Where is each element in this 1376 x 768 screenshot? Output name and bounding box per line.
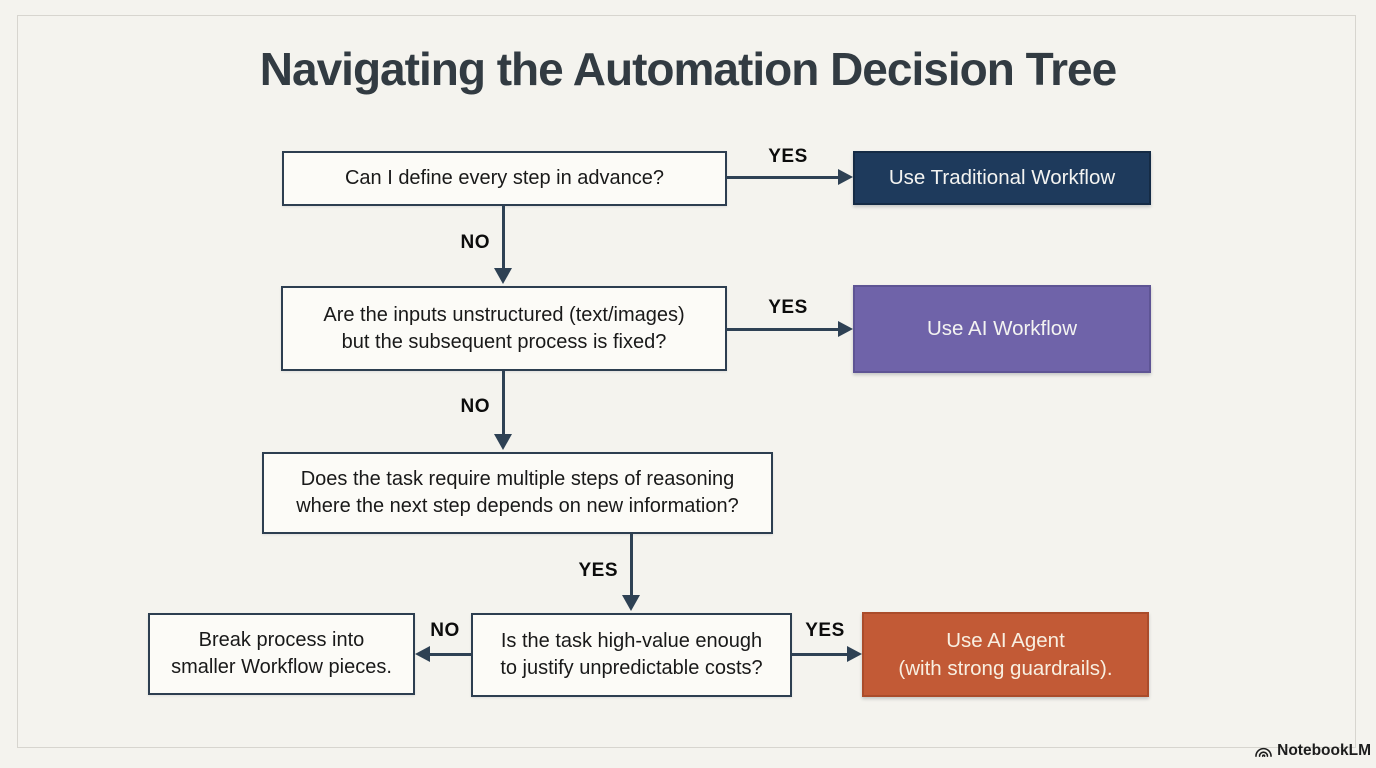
- decision-box-unstructured-inputs: Are the inputs unstructured (text/images…: [281, 286, 727, 371]
- edge-label-yes: YES: [805, 620, 845, 641]
- result-text-line1: Break process into: [198, 629, 365, 651]
- decision-text-line2: where the next step depends on new infor…: [296, 495, 739, 517]
- result-text-line2: smaller Workflow pieces.: [171, 656, 392, 678]
- result-text-line2: (with strong guardrails).: [898, 656, 1113, 680]
- edge-label-no: NO: [460, 396, 490, 417]
- decision-box-high-value: Is the task high-value enough to justify…: [471, 613, 792, 697]
- decision-text-line2: to justify unpredictable costs?: [500, 657, 763, 679]
- result-text: Use Traditional Workflow: [888, 166, 1116, 190]
- arrowhead-left-icon: [415, 646, 430, 662]
- watermark: NotebookLM: [1254, 742, 1371, 760]
- decision-text-line1: Is the task high-value enough: [500, 630, 763, 652]
- result-text-line1: Use AI Agent: [946, 628, 1065, 652]
- arrowhead-down-icon: [622, 595, 640, 611]
- arrowhead-right-icon: [838, 321, 853, 337]
- notebooklm-logo-icon: [1254, 744, 1273, 758]
- decision-box-define-steps: Can I define every step in advance?: [282, 151, 727, 206]
- connector-line: [502, 371, 505, 435]
- result-box-ai-agent: Use AI Agent (with strong guardrails).: [862, 612, 1149, 697]
- edge-label-no: NO: [430, 620, 460, 641]
- arrowhead-right-icon: [847, 646, 862, 662]
- edge-label-no: NO: [460, 232, 490, 253]
- connector-line: [430, 653, 471, 656]
- edge-label-yes: YES: [578, 560, 618, 581]
- connector-line: [630, 534, 633, 596]
- connector-line: [502, 205, 505, 269]
- connector-line: [726, 328, 839, 331]
- result-box-break-process: Break process into smaller Workflow piec…: [148, 613, 415, 695]
- arrowhead-down-icon: [494, 268, 512, 284]
- connector-line: [726, 176, 839, 179]
- watermark-label: NotebookLM: [1277, 742, 1371, 759]
- arrowhead-right-icon: [838, 169, 853, 185]
- decision-text-line1: Does the task require multiple steps of …: [300, 468, 735, 490]
- result-box-ai-workflow: Use AI Workflow: [853, 285, 1151, 373]
- page-title: Navigating the Automation Decision Tree: [259, 43, 1117, 95]
- connector-line: [792, 653, 847, 656]
- decision-box-multi-step-reasoning: Does the task require multiple steps of …: [262, 452, 773, 534]
- result-text: Use AI Workflow: [927, 317, 1077, 341]
- decision-text-line1: Are the inputs unstructured (text/images…: [323, 303, 685, 326]
- decision-text: Can I define every step in advance?: [344, 167, 665, 189]
- edge-label-yes: YES: [768, 297, 808, 318]
- result-box-traditional-workflow: Use Traditional Workflow: [853, 151, 1151, 205]
- arrowhead-down-icon: [494, 434, 512, 450]
- decision-text-line2: but the subsequent process is fixed?: [341, 330, 667, 353]
- edge-label-yes: YES: [768, 146, 808, 167]
